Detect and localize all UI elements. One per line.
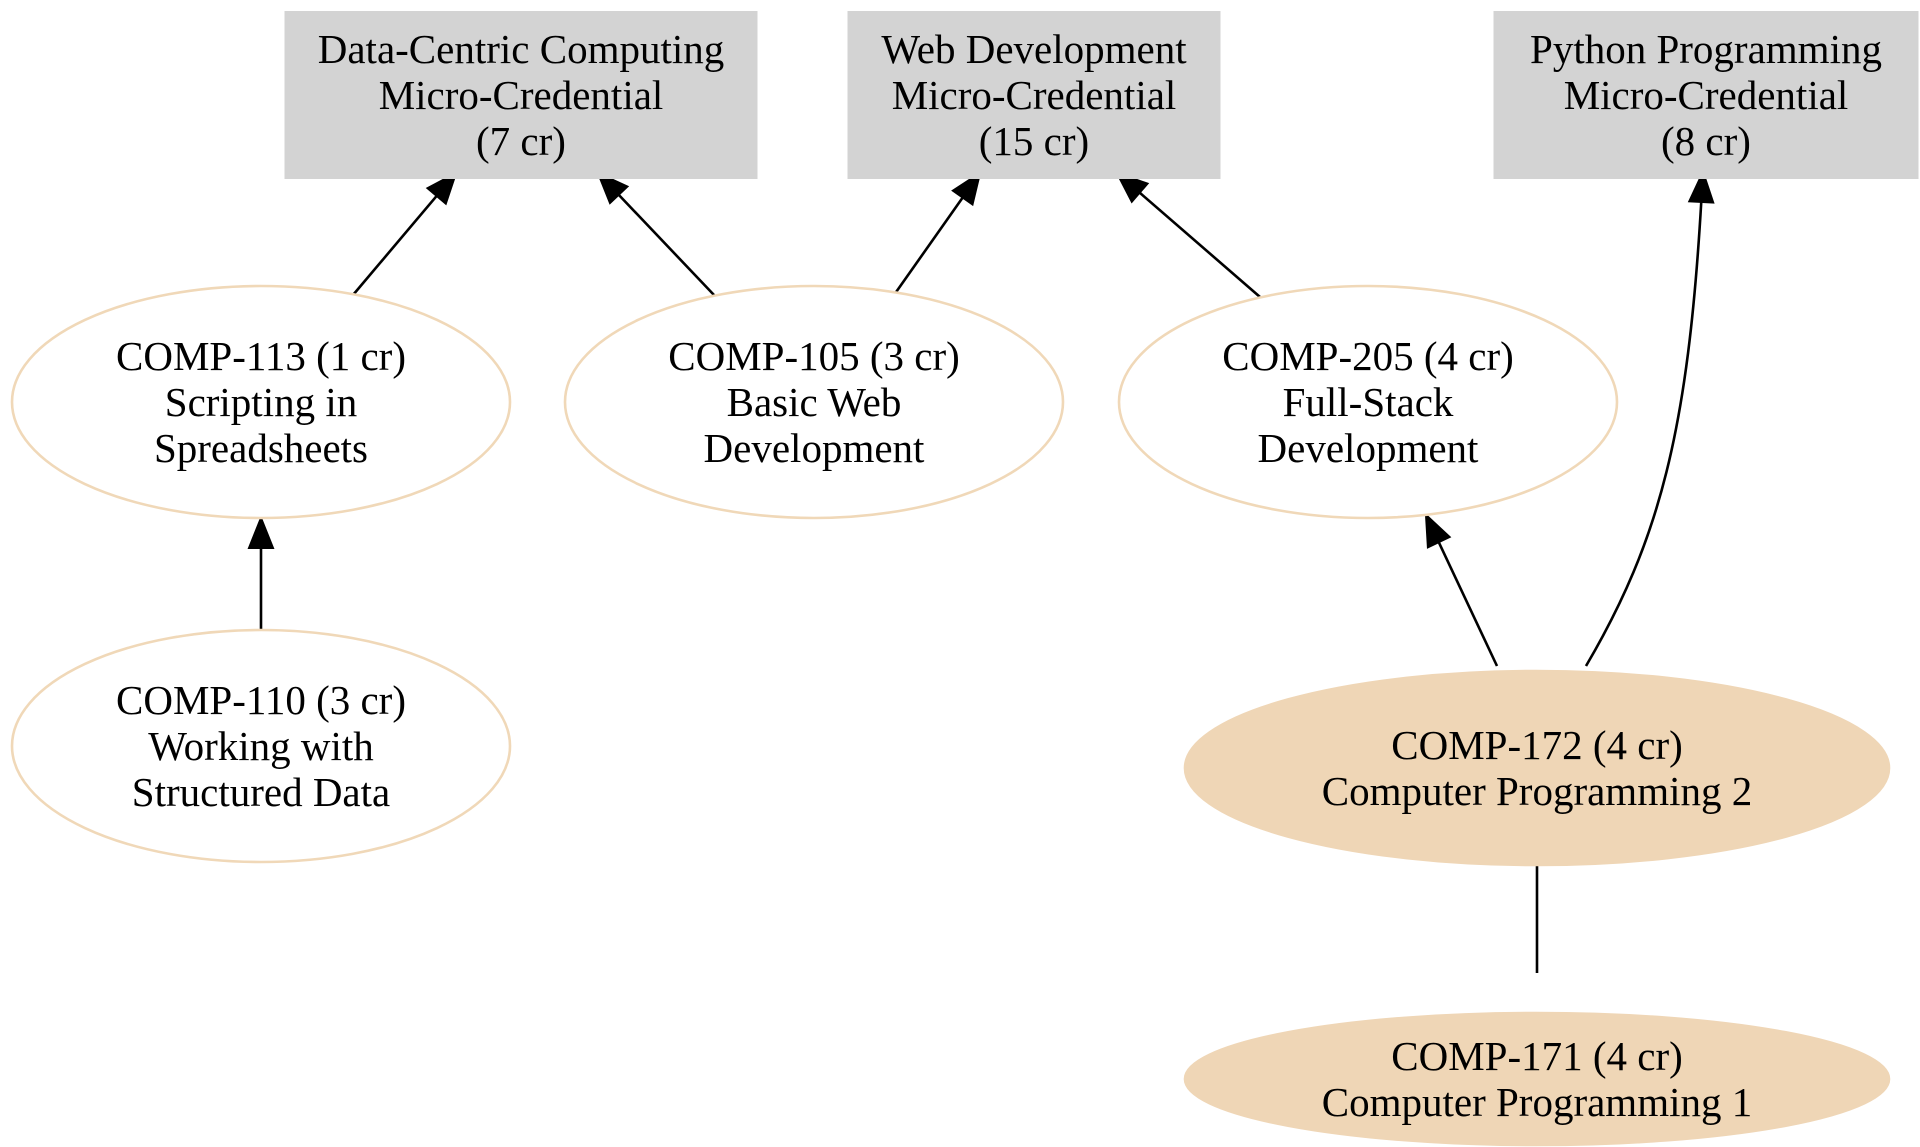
edge-comp-172-to-comp-205	[1424, 512, 1499, 667]
node-label-line: Computer Programming 1	[1322, 1079, 1752, 1125]
edge-comp-113-to-data-centric	[352, 170, 458, 296]
edge-line	[617, 193, 715, 296]
node-label-line: Web Development	[881, 26, 1187, 72]
credential-box	[1493, 11, 1919, 179]
course-comp-171: COMP-171 (4 cr)Computer Programming 1	[1183, 1011, 1891, 1147]
edge-line	[352, 195, 438, 296]
arrow-head	[1687, 169, 1715, 204]
arrow-head	[1424, 512, 1452, 549]
node-label-line: Basic Web	[727, 379, 902, 425]
node-label-line: Full-Stack	[1283, 379, 1454, 425]
course-ellipse	[10, 628, 512, 864]
node-label-line: COMP-113 (1 cr)	[116, 333, 406, 379]
node-label-line: Working with	[148, 723, 374, 769]
node-label-line: Micro-Credential	[1564, 72, 1849, 118]
node-label-line: Structured Data	[132, 769, 390, 815]
edge-comp-105-to-data-centric	[596, 171, 715, 296]
edge-comp-110-to-comp-113	[247, 515, 275, 632]
node-label-line: COMP-110 (3 cr)	[116, 677, 406, 723]
node-label-line: Development	[704, 425, 925, 471]
edge-comp-205-to-web-dev	[1114, 171, 1261, 298]
node-label-line: (15 cr)	[979, 118, 1089, 164]
arrow-head	[247, 515, 275, 549]
edge-comp-105-to-web-dev	[892, 170, 982, 296]
node-label-line: Development	[1258, 425, 1479, 471]
course-ellipse	[1183, 669, 1891, 867]
node-label-line: Computer Programming 2	[1322, 768, 1752, 814]
node-label-line: (7 cr)	[476, 118, 566, 164]
arrow-head	[425, 170, 458, 206]
arrow-head	[951, 170, 982, 207]
edge-line	[1584, 201, 1703, 667]
course-ellipse	[10, 284, 512, 520]
node-label-line: Micro-Credential	[892, 72, 1177, 118]
node-label-line: COMP-172 (4 cr)	[1391, 722, 1683, 768]
course-ellipse	[1117, 284, 1619, 520]
edge-line	[892, 196, 964, 296]
node-label-line: (8 cr)	[1661, 118, 1751, 164]
course-ellipse	[1183, 1011, 1891, 1147]
node-label-line: Python Programming	[1530, 26, 1882, 72]
edge-line	[1437, 541, 1499, 667]
node-label-line: COMP-171 (4 cr)	[1391, 1033, 1683, 1079]
course-ellipse	[563, 284, 1065, 520]
node-label-line: Micro-Credential	[379, 72, 664, 118]
node-label-line: Data-Centric Computing	[318, 26, 725, 72]
edge-comp-172-to-python	[1584, 169, 1715, 667]
course-comp-172: COMP-172 (4 cr)Computer Programming 2	[1183, 669, 1891, 867]
node-label-line: Spreadsheets	[154, 425, 368, 471]
credential-box	[284, 11, 758, 179]
nodes-layer: Data-Centric ComputingMicro-Credential(7…	[10, 11, 1919, 1147]
node-label-line: COMP-105 (3 cr)	[668, 333, 960, 379]
node-label-line: Scripting in	[165, 379, 357, 425]
node-label-line: COMP-205 (4 cr)	[1222, 333, 1514, 379]
credential-data-centric: Data-Centric ComputingMicro-Credential(7…	[284, 11, 758, 179]
edge-line	[1138, 191, 1261, 298]
arrow-head	[596, 171, 630, 205]
credential-box	[847, 11, 1221, 179]
